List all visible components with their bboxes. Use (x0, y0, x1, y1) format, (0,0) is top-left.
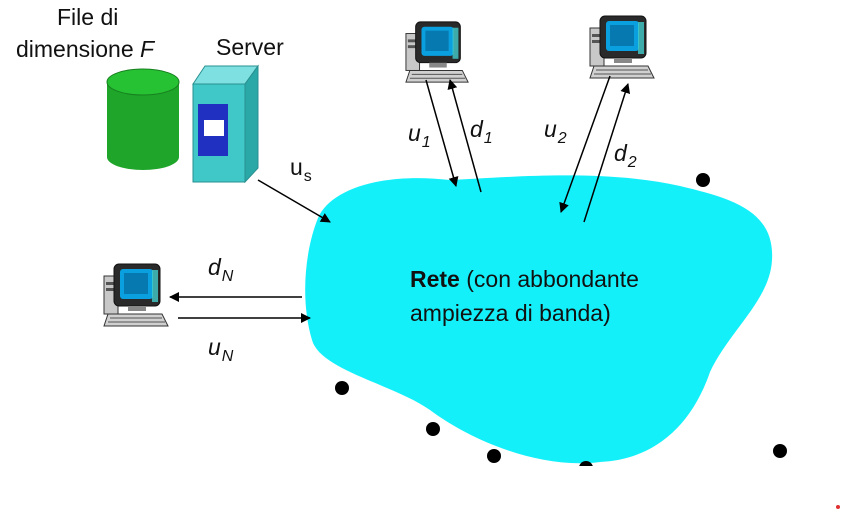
d2-label: d2 (614, 140, 637, 171)
network-cloud (305, 175, 773, 464)
peer2-upload-arrow (559, 75, 611, 213)
server-label: Server (216, 34, 284, 60)
computer-icon (405, 21, 469, 83)
server-upload-label: us (290, 154, 312, 185)
dN-label: dN (208, 254, 234, 285)
file-label-line2: dimensione F (16, 36, 155, 62)
database-icon (106, 68, 180, 170)
peer1-upload-arrow (425, 79, 459, 187)
server-icon (192, 64, 259, 184)
d1-label: d1 (470, 116, 493, 147)
peer2-download-arrow (583, 83, 631, 223)
corner-dot (836, 505, 840, 509)
u2-label: u2 (544, 116, 567, 147)
file-size-symbol: F (140, 36, 155, 62)
computer-icon (589, 15, 655, 79)
uN-label: uN (208, 334, 234, 365)
network-label: Rete (con abbondante ampiezza di banda) (410, 266, 639, 326)
file-label-line1: File di (57, 4, 119, 30)
peer-dot (426, 422, 440, 436)
u1-label: u1 (408, 120, 431, 151)
peer-dot (335, 381, 349, 395)
peer1-download-arrow (447, 79, 482, 193)
peer-dot (696, 173, 710, 187)
peer-dot (487, 449, 501, 463)
peer-dot (773, 444, 787, 458)
computer-icon (103, 263, 169, 327)
server-upload-arrow (257, 179, 331, 223)
